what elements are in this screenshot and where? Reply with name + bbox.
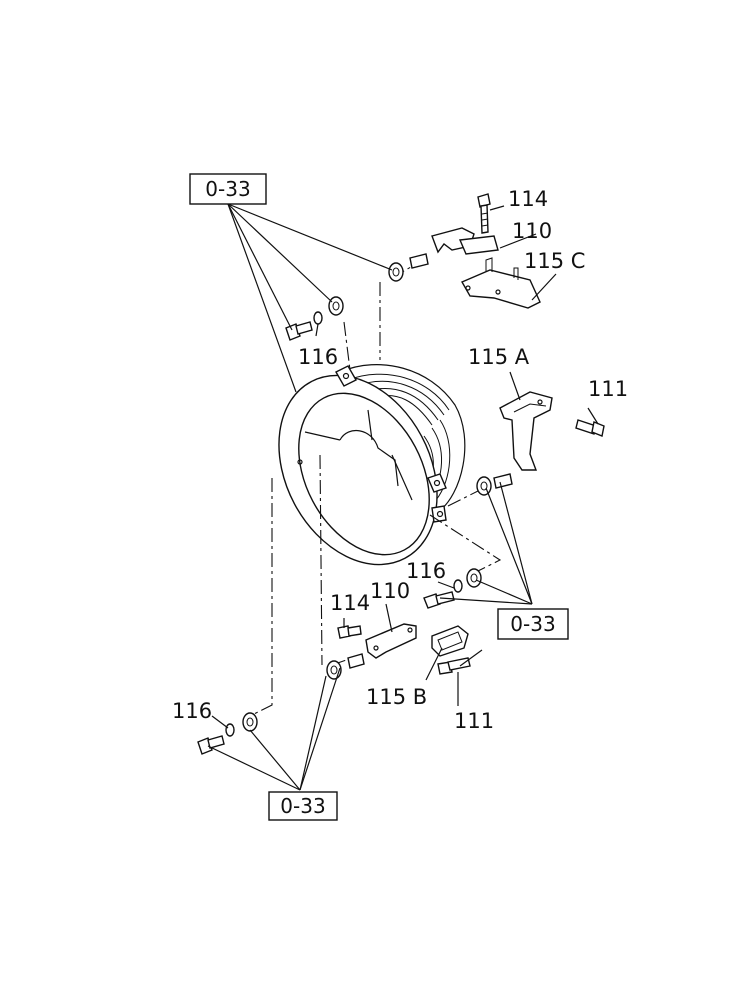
label-116-upper: 116 bbox=[298, 345, 338, 369]
bracket-115a bbox=[499, 391, 605, 471]
ref-box-top-left-text: 0-33 bbox=[205, 177, 250, 201]
label-116-lower: 116 bbox=[172, 699, 212, 723]
ref-box-right-text: 0-33 bbox=[510, 612, 555, 636]
label-114-mid: 114 bbox=[330, 591, 370, 615]
label-115a: 115 A bbox=[468, 345, 530, 369]
label-114-top: 114 bbox=[508, 187, 548, 211]
fan-shroud bbox=[278, 364, 466, 566]
upper-bracket-assembly bbox=[431, 193, 541, 309]
label-115b: 115 B bbox=[366, 685, 427, 709]
label-115c: 115 C bbox=[524, 249, 585, 273]
leader-lines bbox=[207, 203, 599, 791]
label-116-mid: 116 bbox=[406, 559, 446, 583]
ref-box-top-left: 0-33 bbox=[189, 173, 267, 205]
part-labels: 114 110 115 C 116 115 A 111 116 114 110 … bbox=[172, 187, 628, 733]
ref-box-bottom: 0-33 bbox=[268, 791, 338, 821]
label-111-right: 111 bbox=[588, 377, 628, 401]
ref-box-right: 0-33 bbox=[497, 608, 569, 640]
label-111-bottom: 111 bbox=[454, 709, 494, 733]
label-110-top: 110 bbox=[512, 219, 552, 243]
upper-mounts bbox=[285, 253, 429, 341]
label-110-mid: 110 bbox=[370, 579, 410, 603]
lower-bracket-assembly bbox=[197, 623, 471, 755]
ref-box-bottom-text: 0-33 bbox=[280, 794, 325, 818]
